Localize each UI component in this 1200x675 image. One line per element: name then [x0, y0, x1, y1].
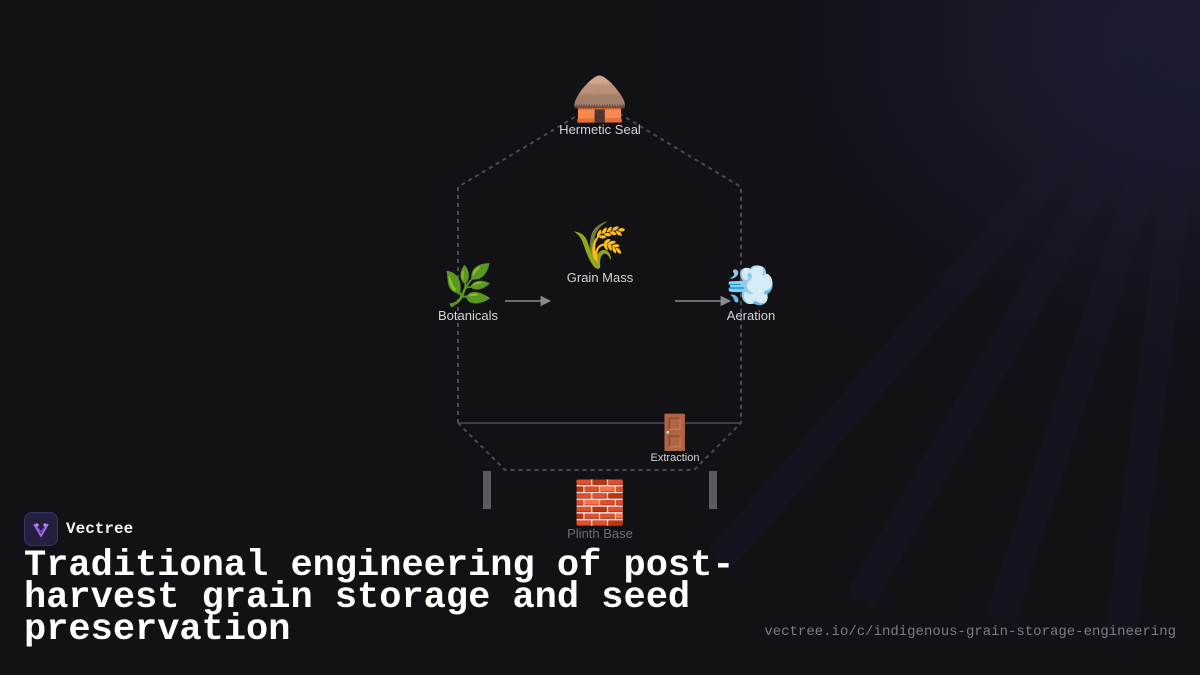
- brand[interactable]: Vectree: [24, 512, 133, 546]
- node-hermetic-seal: 🛖 Hermetic Seal: [559, 74, 641, 137]
- granary-base-outline: [457, 422, 742, 471]
- extraction-label: Extraction: [650, 452, 700, 464]
- hermetic-seal-label: Hermetic Seal: [559, 122, 641, 137]
- botanicals-label: Botanicals: [438, 308, 498, 323]
- node-aeration: 💨 Aeration: [726, 266, 776, 323]
- plinth-base-label: Plinth Base: [567, 526, 633, 541]
- page-title: Traditional engineering of post-harvest …: [24, 545, 735, 651]
- node-botanicals: 🌿 Botanicals: [438, 266, 498, 323]
- aeration-label: Aeration: [726, 308, 776, 323]
- door-icon: 🚪: [653, 413, 697, 453]
- node-grain-mass: 🌾 Grain Mass: [567, 222, 633, 285]
- brick-icon: 🧱: [573, 478, 627, 527]
- hut-icon: 🛖: [571, 70, 629, 124]
- dash-wind-icon: 💨: [726, 263, 776, 309]
- node-extraction: 🚪 Extraction: [651, 416, 700, 464]
- herb-icon: 🌿: [443, 263, 493, 309]
- sheaf-of-rice-icon: 🌾: [571, 218, 629, 272]
- brand-name: Vectree: [66, 520, 134, 538]
- granary-outline: [457, 100, 742, 423]
- vectree-logo-icon: [24, 512, 58, 546]
- right-leg: [709, 471, 717, 509]
- node-plinth-base: 🧱 Plinth Base: [567, 478, 633, 542]
- grain-mass-label: Grain Mass: [566, 270, 634, 285]
- left-leg: [483, 471, 491, 509]
- source-url[interactable]: vectree.io/c/indigenous-grain-storage-en…: [764, 624, 1176, 640]
